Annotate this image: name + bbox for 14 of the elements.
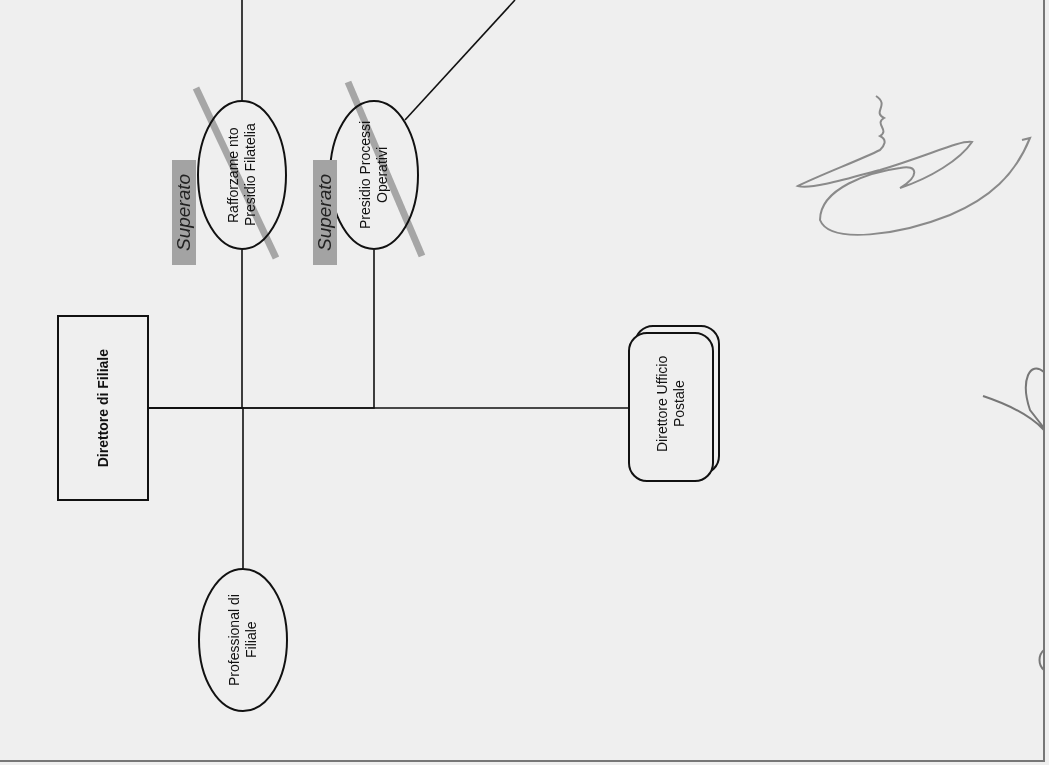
status-note: Superato: [172, 160, 196, 265]
connector-line: [241, 0, 243, 101]
stacked-role-box: [628, 325, 720, 482]
role-title: Professional di Filiale: [226, 593, 260, 688]
status-note: Superato: [313, 160, 337, 265]
role-title: Direttore Ufficio Postale: [654, 354, 688, 454]
role-ellipse: [198, 568, 288, 712]
role-title: Presidio Processi Operativi: [357, 119, 391, 232]
role-ellipse: [197, 100, 287, 250]
connector-line: [404, 0, 516, 121]
role-box: [57, 315, 149, 501]
role-title: Rafforzame nto Presidio Filatelia: [225, 122, 259, 229]
role-title: Direttore di Filiale: [94, 348, 112, 468]
connector-line: [148, 407, 244, 569]
